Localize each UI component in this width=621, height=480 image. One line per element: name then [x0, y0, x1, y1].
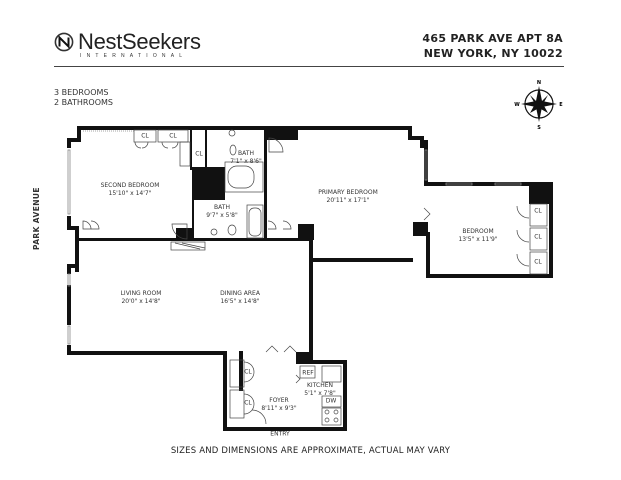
- closet-label: CL: [534, 258, 542, 266]
- room-dims: 15'10" x 14'7": [108, 190, 152, 197]
- room-dims: 20'0" x 14'8": [121, 298, 161, 305]
- compass-e: E: [559, 102, 563, 108]
- room-living-room: LIVING ROOM 20'0" x 14'8": [121, 290, 162, 306]
- compass-s: S: [537, 125, 541, 130]
- address-line-2: NEW YORK, NY 10022: [423, 47, 563, 60]
- closet-label: CL: [534, 207, 542, 215]
- dishwasher-label: DW: [325, 397, 337, 405]
- property-address: 465 PARK AVE APT 8A NEW YORK, NY 10022: [422, 31, 563, 61]
- unit-summary: 3 BEDROOMS 2 BATHROOMS: [54, 88, 113, 108]
- room-kitchen: KITCHEN 5'1" x 7'8": [304, 382, 335, 398]
- compass-n: N: [537, 80, 541, 86]
- room-primary-bedroom: PRIMARY BEDROOM 20'11" x 17'1": [318, 189, 378, 205]
- fixtures: [82, 129, 548, 426]
- room-bedroom: BEDROOM 13'5" x 11'9": [458, 228, 497, 244]
- disclaimer: SIZES AND DIMENSIONS ARE APPROXIMATE, AC…: [170, 446, 451, 456]
- closet-label: CL: [195, 150, 203, 158]
- room-bath-2: BATH 9'7" x 5'8": [206, 204, 237, 220]
- address-line-1: 465 PARK AVE APT 8A: [422, 32, 563, 45]
- brand-logo: NestSeekers INTERNATIONAL: [54, 29, 201, 59]
- bedroom-count: 3 BEDROOMS: [54, 88, 109, 97]
- nestseekers-logo-icon: [54, 32, 74, 52]
- windows: [67, 130, 522, 345]
- compass-w: W: [514, 102, 520, 108]
- header-divider: [54, 66, 564, 67]
- compass-rose-icon: N S E W: [514, 80, 563, 130]
- closet-label: CL: [141, 132, 149, 140]
- room-name: BATH: [214, 204, 230, 211]
- bathroom-count: 2 BATHROOMS: [54, 98, 114, 107]
- brand-name: NestSeekers: [78, 29, 201, 54]
- room-foyer: FOYER 8'11" x 9'3": [261, 397, 296, 413]
- closet-label: CL: [244, 399, 252, 407]
- room-dims: 13'5" x 11'9": [458, 236, 498, 243]
- closet-label: CL: [244, 368, 252, 376]
- room-dims: 7'1" x 8'6": [230, 158, 262, 165]
- brand-tagline: INTERNATIONAL: [80, 53, 188, 59]
- closet-label: CL: [534, 233, 542, 241]
- room-name: PRIMARY BEDROOM: [318, 189, 378, 196]
- room-dining-area: DINING AREA 16'5" x 14'8": [220, 290, 260, 306]
- room-bath-1: BATH 7'1" x 8'6": [230, 150, 261, 166]
- closet-label: CL: [169, 132, 177, 140]
- room-name: FOYER: [269, 397, 289, 404]
- entry-label: ENTRY: [270, 430, 290, 438]
- room-dims: 16'5" x 14'8": [220, 298, 260, 305]
- room-name: KITCHEN: [306, 382, 333, 389]
- refrigerator-label: REF: [302, 369, 314, 377]
- street-label: PARK AVENUE: [32, 187, 41, 250]
- room-name: DINING AREA: [220, 290, 260, 297]
- room-dims: 20'11" x 17'1": [326, 197, 370, 204]
- room-name: BATH: [238, 150, 254, 157]
- room-second-bedroom: SECOND BEDROOM 15'10" x 14'7": [101, 182, 160, 198]
- room-dims: 9'7" x 5'8": [206, 212, 238, 219]
- room-name: SECOND BEDROOM: [100, 182, 160, 189]
- room-name: LIVING ROOM: [120, 290, 162, 297]
- room-dims: 8'11" x 9'3": [261, 405, 297, 412]
- room-name: BEDROOM: [462, 228, 494, 235]
- room-dims: 5'1" x 7'8": [304, 390, 336, 397]
- walls: [67, 126, 553, 431]
